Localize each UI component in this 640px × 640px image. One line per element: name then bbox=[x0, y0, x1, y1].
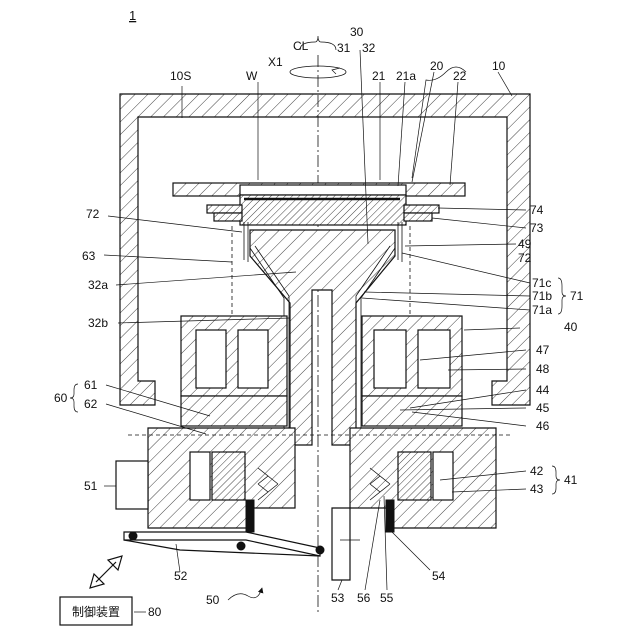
label-40: 40 bbox=[564, 320, 578, 334]
label-53: 53 bbox=[331, 591, 345, 605]
label-20: 20 bbox=[430, 59, 444, 73]
label-74: 74 bbox=[530, 203, 544, 217]
seal-left bbox=[214, 213, 242, 221]
coil-left-outer bbox=[196, 330, 226, 388]
label-71a: 71a bbox=[532, 303, 552, 317]
lift-rod bbox=[332, 508, 350, 580]
seal-54-right bbox=[386, 500, 394, 532]
label-80: 80 bbox=[148, 605, 162, 619]
coil-right-inner bbox=[374, 330, 406, 388]
magnet-left-a bbox=[190, 452, 210, 500]
figure-number: 1 bbox=[129, 8, 136, 23]
seal-right bbox=[404, 213, 432, 221]
label-47: 47 bbox=[536, 343, 550, 357]
label-63: 63 bbox=[82, 249, 96, 263]
brace-41 bbox=[552, 466, 560, 494]
pivot-right bbox=[316, 546, 324, 554]
pivot-mid bbox=[237, 542, 245, 550]
magnet-left-b bbox=[212, 452, 245, 500]
label-71: 71 bbox=[570, 289, 584, 303]
base-left bbox=[181, 396, 287, 426]
controller-label: 制御装置 bbox=[72, 604, 120, 619]
label-31: 31 bbox=[337, 41, 351, 55]
label-56: 56 bbox=[357, 591, 371, 605]
label-52: 52 bbox=[174, 569, 188, 583]
seal-54-left bbox=[246, 500, 254, 532]
brace-71 bbox=[558, 278, 566, 314]
label-73: 73 bbox=[530, 221, 544, 235]
label-61: 61 bbox=[84, 378, 98, 392]
wavy-arrow-50 bbox=[228, 588, 262, 600]
magnet-right-b bbox=[433, 452, 453, 500]
label-50: 50 bbox=[206, 593, 220, 607]
label-32b: 32b bbox=[88, 316, 108, 330]
label-42: 42 bbox=[530, 464, 544, 478]
label-44: 44 bbox=[536, 383, 550, 397]
label-49: 49 bbox=[518, 237, 532, 251]
label-54: 54 bbox=[432, 569, 446, 583]
label-21a: 21a bbox=[396, 69, 416, 83]
label-43: 43 bbox=[530, 482, 544, 496]
holding-plate bbox=[240, 185, 406, 195]
label-30: 30 bbox=[350, 25, 364, 39]
coil-left-inner bbox=[238, 330, 268, 388]
label-46: 46 bbox=[536, 419, 550, 433]
magnet-right-a bbox=[398, 452, 431, 500]
label-10: 10 bbox=[492, 59, 506, 73]
actuator-51 bbox=[116, 461, 148, 509]
rotation-arrow-icon bbox=[332, 68, 340, 74]
label-48: 48 bbox=[536, 362, 550, 376]
base-right bbox=[362, 396, 462, 426]
label-32: 32 bbox=[362, 41, 376, 55]
label-72-left: 72 bbox=[86, 207, 100, 221]
label-21: 21 bbox=[372, 69, 386, 83]
label-71c: 71c bbox=[532, 276, 551, 290]
label-71b: 71b bbox=[532, 289, 552, 303]
label-72-right: 72 bbox=[518, 251, 532, 265]
label-x1: X1 bbox=[268, 55, 283, 69]
pivot-left bbox=[129, 532, 137, 540]
label-60: 60 bbox=[54, 391, 68, 405]
label-32a: 32a bbox=[88, 278, 108, 292]
label-cl: CL bbox=[293, 39, 309, 53]
connector-right bbox=[404, 205, 439, 213]
label-w: W bbox=[246, 69, 258, 83]
label-62: 62 bbox=[84, 397, 98, 411]
label-55: 55 bbox=[380, 591, 394, 605]
label-10s: 10S bbox=[170, 69, 191, 83]
label-22: 22 bbox=[453, 69, 467, 83]
label-45: 45 bbox=[536, 401, 550, 415]
brace-60 bbox=[70, 384, 78, 412]
label-41: 41 bbox=[564, 473, 578, 487]
connector-left bbox=[207, 205, 242, 213]
label-51: 51 bbox=[84, 479, 98, 493]
